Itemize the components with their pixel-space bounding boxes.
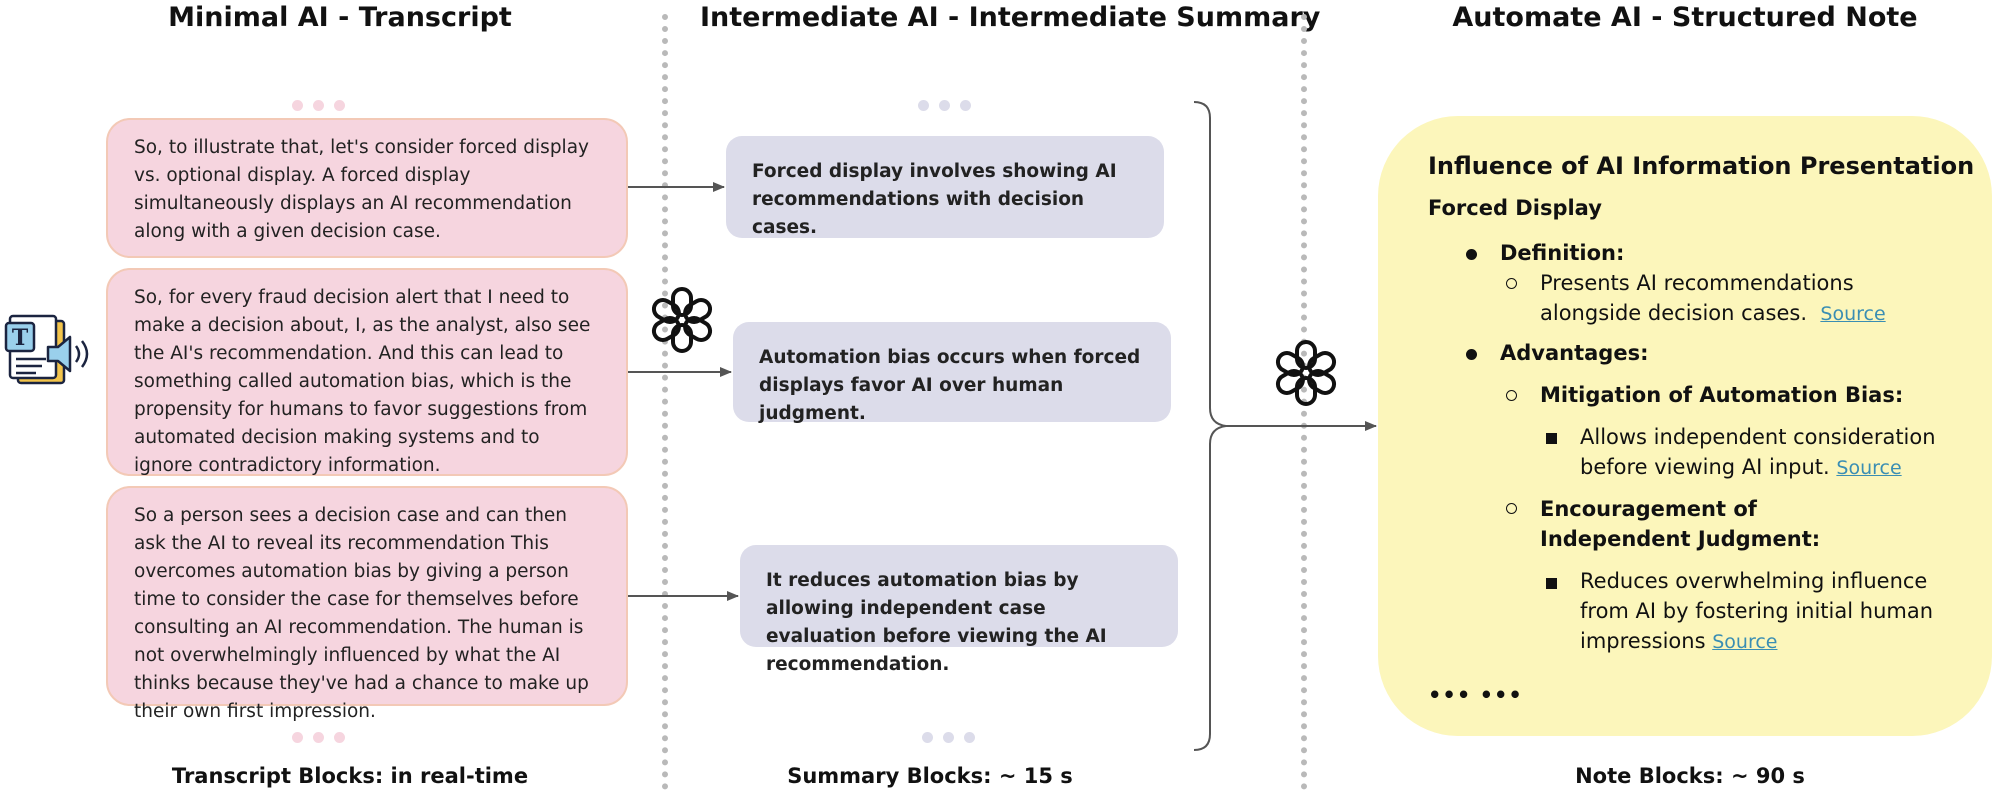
document-speaker-icon: T bbox=[2, 313, 94, 393]
footer-transcript: Transcript Blocks: in real-time bbox=[171, 764, 529, 788]
openai-logo-icon bbox=[644, 282, 720, 358]
bullet-adv2-text bbox=[1546, 578, 1557, 589]
footer-note: Note Blocks: ~ 90 s bbox=[1575, 764, 1805, 788]
adv2-text: Reduces overwhelming influence from AI b… bbox=[1580, 566, 1950, 657]
bullet-advantages bbox=[1466, 349, 1477, 360]
source-link[interactable]: Source bbox=[1712, 631, 1778, 653]
column-divider-left bbox=[662, 14, 668, 790]
adv2-text-content: Reduces overwhelming influence from AI b… bbox=[1580, 569, 1934, 653]
transcript-more-indicator-top bbox=[292, 100, 345, 111]
bullet-adv2 bbox=[1506, 503, 1517, 514]
transcript-block-2: So, for every fraud decision alert that … bbox=[106, 268, 628, 476]
bullet-adv1-text bbox=[1546, 433, 1557, 444]
summary-more-indicator-top bbox=[918, 100, 971, 111]
bullet-definition-text bbox=[1506, 278, 1517, 289]
definition-text-content: Presents AI recommendations alongside de… bbox=[1540, 271, 1854, 325]
transcript-block-3: So a person sees a decision case and can… bbox=[106, 486, 628, 722]
summary-block-2: Automation bias occurs when forced displ… bbox=[733, 322, 1171, 424]
column-heading-note: Automate AI - Structured Note bbox=[1452, 2, 1918, 33]
definition-label: Definition: bbox=[1500, 241, 1625, 265]
openai-logo-icon bbox=[1268, 335, 1344, 411]
definition-text: Presents AI recommendations alongside de… bbox=[1540, 268, 1900, 329]
transcript-block-1: So, to illustrate that, let's consider f… bbox=[106, 118, 628, 258]
source-link[interactable]: Source bbox=[1820, 303, 1886, 325]
footer-summary: Summary Blocks: ~ 15 s bbox=[787, 764, 1073, 788]
bullet-definition bbox=[1466, 249, 1477, 260]
adv2-label: Encouragement of Independent Judgment: bbox=[1540, 497, 1821, 551]
summary-block-3: It reduces automation bias by allowing i… bbox=[740, 545, 1178, 675]
column-heading-transcript: Minimal AI - Transcript bbox=[168, 2, 512, 33]
summary-bracket bbox=[1193, 101, 1227, 751]
adv1-text: Allows independent consideration before … bbox=[1580, 422, 1950, 483]
adv1-text-content: Allows independent consideration before … bbox=[1580, 425, 1936, 479]
svg-text:T: T bbox=[12, 325, 29, 351]
note-ellipsis: ••• ••• bbox=[1428, 683, 1523, 707]
column-heading-summary: Intermediate AI - Intermediate Summary bbox=[700, 2, 1321, 33]
note-title: Influence of AI Information Presentation bbox=[1428, 152, 1975, 180]
summary-more-indicator-bottom bbox=[922, 732, 975, 743]
advantages-label: Advantages: bbox=[1500, 341, 1649, 365]
transcript-more-indicator-bottom bbox=[292, 732, 345, 743]
note-subtitle: Forced Display bbox=[1428, 196, 1602, 220]
bullet-adv1 bbox=[1506, 390, 1517, 401]
source-link[interactable]: Source bbox=[1836, 457, 1902, 479]
summary-block-1: Forced display involves showing AI recom… bbox=[726, 136, 1164, 238]
adv1-label: Mitigation of Automation Bias: bbox=[1540, 383, 1904, 407]
structured-note bbox=[1378, 116, 1992, 736]
